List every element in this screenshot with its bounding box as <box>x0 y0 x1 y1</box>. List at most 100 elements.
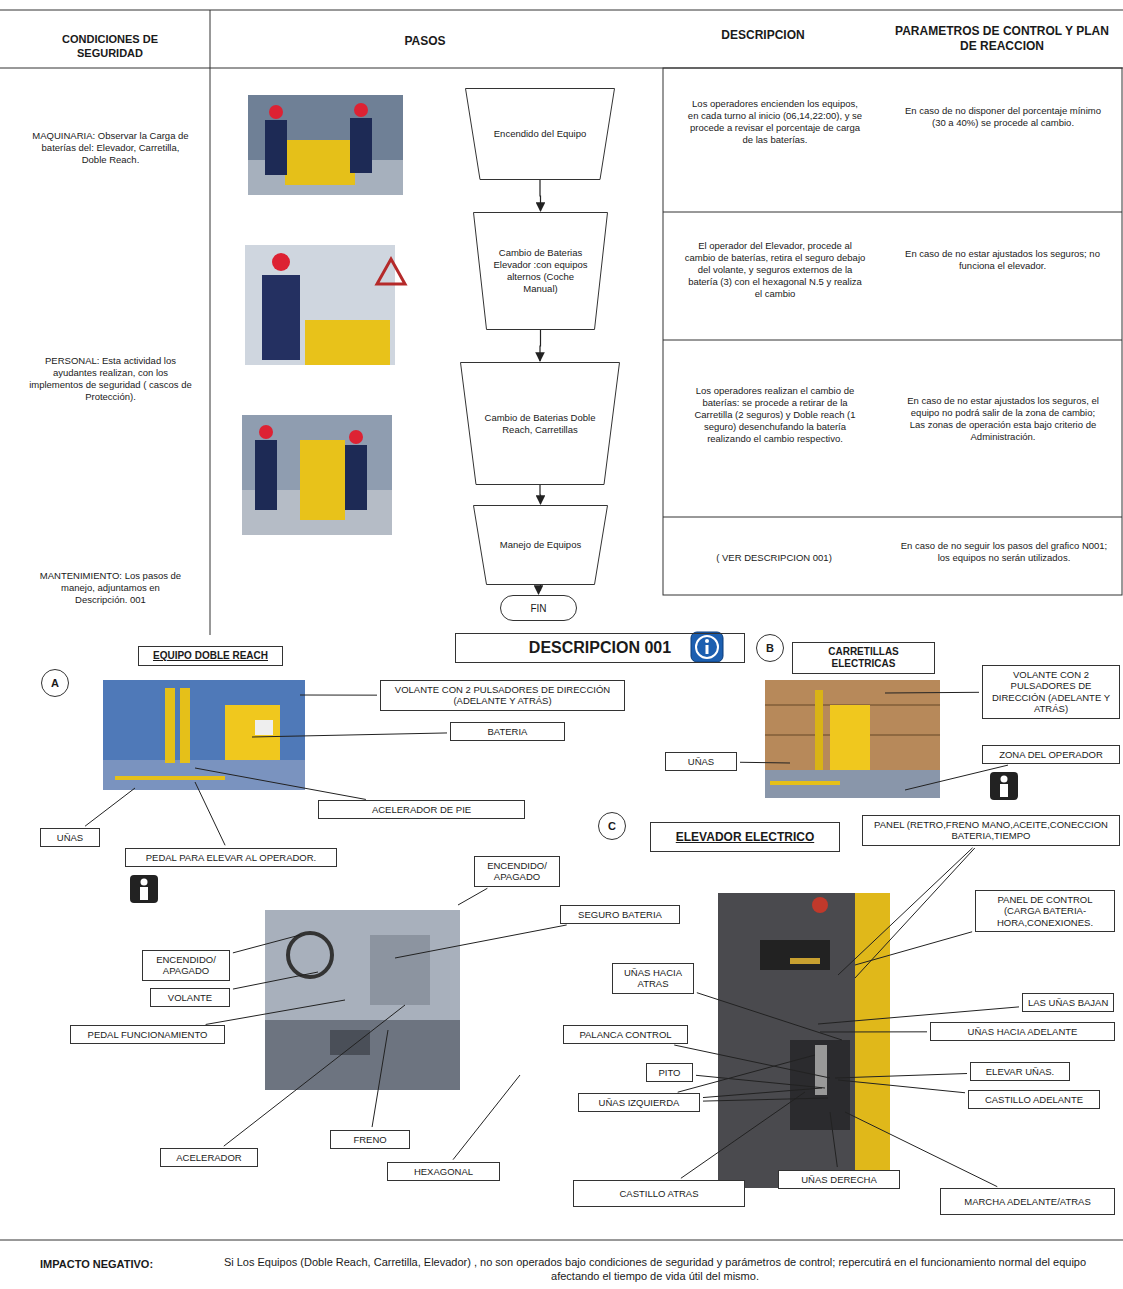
node-text: FIN <box>530 603 546 614</box>
label-text: Los operadores realizan el cambio de bat… <box>684 385 866 444</box>
end-terminal: FIN <box>500 595 577 621</box>
node-text: UÑAS HACIA ADELANTE <box>936 1026 1109 1037</box>
leader-line <box>820 1031 927 1032</box>
node-text: B <box>766 642 774 654</box>
label-text: MAQUINARIA: Observar la Carga de batería… <box>28 130 193 166</box>
node-text: Cambio de Baterias Doble Reach, Carretil… <box>484 412 596 436</box>
node-text: MARCHA ADELANTE/ATRAS <box>946 1196 1109 1207</box>
leader-line <box>458 888 487 905</box>
leader-line <box>453 1075 520 1160</box>
flow-arrow <box>539 485 541 504</box>
callout-box: LAS UÑAS BAJAN <box>1022 993 1114 1012</box>
node-text: ENCENDIDO/ APAGADO <box>148 954 224 977</box>
leader-line <box>195 768 366 799</box>
label-text: En caso de no seguir los pasos del grafi… <box>898 540 1110 564</box>
leader-line <box>703 1098 828 1101</box>
leader-line <box>233 972 318 989</box>
node-text: Encendido del Equipo <box>494 128 586 140</box>
leader-line <box>697 993 842 1040</box>
node-text: UÑAS DERECHA <box>784 1174 894 1185</box>
callout-box: ACELERADOR <box>160 1148 258 1167</box>
label-text: Los operadores encienden los equipos, en… <box>686 98 864 146</box>
node-text: ELEVAR UÑAS. <box>976 1066 1064 1077</box>
callout-box: VOLANTE <box>150 988 230 1007</box>
photo <box>248 95 403 195</box>
callout-box: FRENO <box>330 1130 410 1149</box>
node-text: C <box>608 820 616 832</box>
node-text: PEDAL FUNCIONAMIENTO <box>76 1029 219 1040</box>
node-text: UÑAS IZQUIERDA <box>584 1097 694 1108</box>
photo <box>242 415 392 535</box>
trapezoid-shape <box>466 89 615 180</box>
node-text: HEXAGONAL <box>393 1166 494 1177</box>
flow-arrow <box>539 585 541 594</box>
label-text: En caso de no disponer del porcentaje mí… <box>898 105 1108 129</box>
trapezoid-shape <box>461 363 620 485</box>
label-text: MANTENIMIENTO: Los pasos de manejo, adju… <box>38 570 183 606</box>
callout-box: ACELERADOR DE PIE <box>318 800 525 819</box>
warning-triangle <box>377 259 405 284</box>
label-text: DESCRIPCION <box>688 28 838 43</box>
leader-line <box>835 1074 967 1078</box>
label-text: CONDICIONES DE SEGURIDAD <box>30 33 190 61</box>
leader-line <box>838 1080 965 1093</box>
photo <box>718 893 890 1188</box>
node-text: EQUIPO DOBLE REACH <box>144 650 277 662</box>
callout-box: VOLANTE CON 2 PULSADORES DE DIRECCIÓN (A… <box>982 665 1120 719</box>
photo <box>103 680 305 790</box>
table-frame <box>0 10 1123 1240</box>
leader-line <box>224 1005 405 1146</box>
node-text: PANEL (RETRO,FRENO MANO,ACEITE,CONECCION… <box>868 819 1114 842</box>
section-letter: C <box>598 812 626 840</box>
label-text: El operador del Elevador, procede al cam… <box>684 240 866 299</box>
node-text: PITO <box>652 1067 687 1078</box>
label-text: PASOS <box>375 34 475 49</box>
node-text: CARRETILLAS ELECTRICAS <box>798 646 929 670</box>
section-letter: A <box>41 669 69 697</box>
node-text: PEDAL PARA ELEVAR AL OPERADOR. <box>131 852 331 863</box>
leader-line <box>678 1055 815 1092</box>
leader-line <box>905 765 1008 790</box>
process-step: Manejo de Equipos <box>473 505 608 585</box>
trapezoid-shape <box>474 213 608 330</box>
callout-box: UÑAS HACIA ADELANTE <box>930 1022 1115 1041</box>
node-text: CASTILLO ATRAS <box>579 1188 739 1199</box>
callout-box: UÑAS HACIA ATRAS <box>612 963 694 994</box>
node-text: LAS UÑAS BAJAN <box>1028 997 1108 1008</box>
photo <box>245 245 395 365</box>
node-text: ACELERADOR DE PIE <box>324 804 519 815</box>
callout-box: PEDAL PARA ELEVAR AL OPERADOR. <box>125 848 337 867</box>
trapezoid-shape <box>474 506 608 585</box>
node-text: Manejo de Equipos <box>500 539 581 551</box>
leader-line <box>740 762 790 764</box>
leader-line <box>838 848 973 975</box>
leader-line <box>300 695 377 696</box>
node-text: PANEL DE CONTROL (CARGA BATERIA- HORA,CO… <box>981 894 1109 928</box>
callout-box: ZONA DEL OPERADOR <box>982 745 1120 764</box>
node-text: ENCENDIDO/ APAGADO <box>480 860 554 883</box>
node-text: FRENO <box>336 1134 404 1145</box>
leader-line <box>252 733 447 737</box>
callout-box: PEDAL FUNCIONAMIENTO <box>70 1025 225 1044</box>
leader-lines <box>85 692 1019 1186</box>
process-step: Encendido del Equipo <box>465 88 615 180</box>
leader-line <box>372 1030 388 1127</box>
node-text: VOLANTE CON 2 PULSADORES DE DIRECCIÓN (A… <box>988 669 1114 715</box>
leader-line <box>674 1045 830 1078</box>
label-text: PERSONAL: Esta actividad los ayudantes r… <box>28 355 193 403</box>
label-text: Si Los Equipos (Doble Reach, Carretilla,… <box>205 1256 1105 1284</box>
node-text: SEGURO BATERIA <box>566 909 674 920</box>
callout-box: ENCENDIDO/ APAGADO <box>142 950 230 981</box>
callout-box: HEXAGONAL <box>387 1162 500 1181</box>
callout-box: VOLANTE CON 2 PULSADORES DE DIRECCIÓN (A… <box>380 680 625 711</box>
section-title-box: DESCRIPCION 001 <box>455 633 745 663</box>
label-text: PARAMETROS DE CONTROL Y PLAN DE REACCION <box>888 24 1116 54</box>
node-text: ELEVADOR ELECTRICO <box>656 830 834 844</box>
callout-box: CASTILLO ADELANTE <box>968 1090 1100 1109</box>
node-text: BATERIA <box>456 726 559 737</box>
leader-line <box>233 935 300 953</box>
callout-box: UÑAS <box>40 828 100 847</box>
person-icon <box>130 875 158 903</box>
callout-box: ELEVAR UÑAS. <box>970 1062 1070 1081</box>
leader-line <box>885 692 979 694</box>
